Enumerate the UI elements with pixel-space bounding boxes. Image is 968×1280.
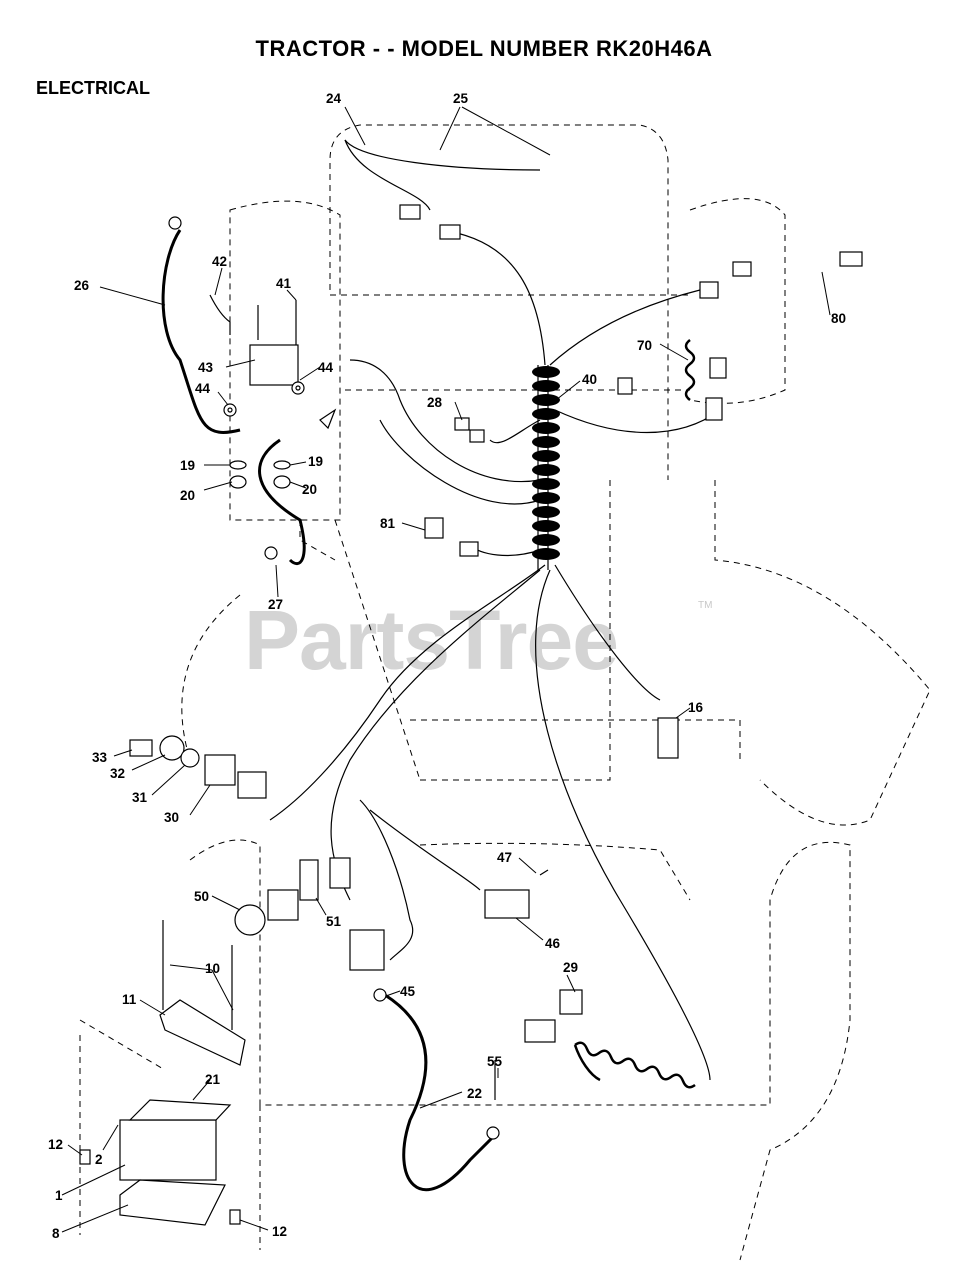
nut-12 bbox=[79, 1149, 91, 1165]
callout-20-right: 20 bbox=[302, 482, 317, 497]
connector bbox=[439, 224, 461, 240]
callout-32: 32 bbox=[110, 766, 125, 781]
knob-50 bbox=[234, 904, 266, 936]
page-title: TRACTOR - - MODEL NUMBER RK20H46A bbox=[255, 36, 713, 61]
callout-45: 45 bbox=[400, 984, 416, 999]
callout-47: 47 bbox=[497, 850, 512, 865]
callout-16: 16 bbox=[688, 700, 704, 715]
callout-30: 30 bbox=[164, 810, 179, 825]
connector bbox=[732, 261, 752, 277]
callout-43: 43 bbox=[198, 360, 214, 375]
tractor-outline bbox=[79, 124, 931, 1261]
connector bbox=[839, 251, 863, 267]
bracket-51 bbox=[299, 859, 319, 901]
connector bbox=[469, 429, 485, 443]
hold-down-11 bbox=[159, 999, 246, 1066]
callout-26: 28 bbox=[427, 395, 443, 410]
relay-16 bbox=[657, 717, 679, 759]
callout-29: 29 bbox=[563, 960, 578, 975]
callout-22: 25 bbox=[453, 91, 469, 106]
callout-1: 1 bbox=[55, 1188, 63, 1203]
connector bbox=[699, 281, 719, 299]
battery-1 bbox=[119, 1119, 217, 1181]
switch-81 bbox=[424, 517, 444, 539]
callout-44-left: 44 bbox=[195, 381, 211, 396]
section-label: ELECTRICAL bbox=[36, 78, 150, 98]
callout-44-right: 44 bbox=[318, 360, 334, 375]
connector bbox=[705, 397, 723, 421]
callout-46: 46 bbox=[545, 936, 561, 951]
loom-coils bbox=[532, 366, 560, 560]
callout-50: 50 bbox=[194, 889, 209, 904]
coil-cord bbox=[573, 339, 696, 1089]
callout-81: 81 bbox=[380, 516, 396, 531]
callout-51: 51 bbox=[326, 914, 342, 929]
connector bbox=[524, 1019, 556, 1043]
callout-41: 41 bbox=[276, 276, 292, 291]
connector bbox=[237, 771, 267, 799]
connector bbox=[399, 204, 421, 220]
callout-42: 42 bbox=[212, 254, 227, 269]
battery-tray-8 bbox=[119, 1179, 226, 1226]
connector bbox=[709, 357, 727, 379]
callout-10: 10 bbox=[205, 961, 220, 976]
callout-12-left: 12 bbox=[48, 1137, 63, 1152]
callout-19-right: 19 bbox=[308, 454, 323, 469]
battery-cables bbox=[161, 229, 497, 1192]
connector bbox=[454, 417, 470, 431]
watermark-trademark: TM bbox=[698, 600, 713, 611]
callout-labels: 24 25 26 42 41 43 44 44 19 19 20 20 27 2… bbox=[48, 91, 846, 1241]
callout-55: 55 bbox=[487, 1054, 503, 1069]
callout-24: 26 bbox=[74, 278, 90, 293]
callout-28: 22 bbox=[467, 1086, 482, 1101]
callout-31: 31 bbox=[132, 790, 148, 805]
connector bbox=[617, 377, 633, 395]
switch-50 bbox=[267, 889, 299, 921]
washer-31 bbox=[180, 748, 200, 768]
ignition-30 bbox=[204, 754, 236, 786]
callout-8: 8 bbox=[52, 1226, 60, 1241]
callout-33: 33 bbox=[92, 750, 108, 765]
callout-70: 70 bbox=[637, 338, 652, 353]
harness-loom bbox=[269, 139, 721, 1081]
components bbox=[79, 204, 863, 1226]
connector bbox=[329, 857, 351, 889]
callout-2: 2 bbox=[95, 1152, 103, 1167]
hardware bbox=[162, 216, 549, 1140]
nut-32 bbox=[159, 735, 185, 761]
key-33 bbox=[129, 739, 153, 757]
callout-20-left: 20 bbox=[180, 488, 195, 503]
callout-12-right: 12 bbox=[272, 1224, 287, 1239]
callout-27: 21 bbox=[205, 1072, 221, 1087]
nut-12 bbox=[229, 1209, 241, 1225]
callout-80: 80 bbox=[831, 311, 846, 326]
callout-19-left: 19 bbox=[180, 458, 195, 473]
callout-21: 24 bbox=[326, 91, 342, 106]
switch-29 bbox=[559, 989, 583, 1015]
callout-25: 27 bbox=[268, 597, 283, 612]
battery-top bbox=[128, 1099, 232, 1121]
watermark: PartsTree bbox=[244, 593, 619, 687]
leader-lines bbox=[61, 106, 831, 1233]
gauge-45 bbox=[349, 929, 385, 971]
callout-11: 11 bbox=[122, 992, 137, 1007]
solenoid bbox=[249, 344, 299, 386]
hourmeter-46 bbox=[484, 889, 530, 919]
connector bbox=[459, 541, 479, 557]
callout-40: 40 bbox=[582, 372, 597, 387]
